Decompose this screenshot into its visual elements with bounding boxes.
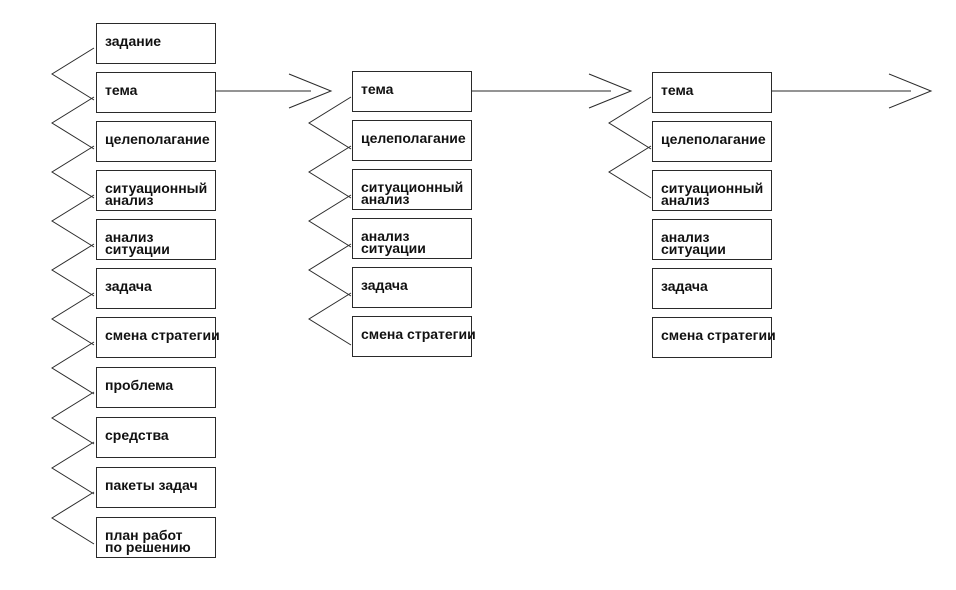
connector-arrow-tema-3-out <box>772 73 933 109</box>
node-c3-zadacha: задача <box>652 268 772 309</box>
node-c1-pakety-zadach: пакеты задач <box>96 467 216 508</box>
connector-arrow-tema-1-to-2 <box>216 73 333 109</box>
node-c2-analiz-situacii: анализ ситуации <box>352 218 472 259</box>
connector-chevron-c1-3 <box>51 145 95 199</box>
node-c2-tema: тема <box>352 71 472 112</box>
connector-chevron-c1-1 <box>51 47 95 101</box>
node-c2-zadacha: задача <box>352 267 472 308</box>
connector-chevron-c2-5 <box>308 292 352 346</box>
connector-chevron-c2-3 <box>308 194 352 248</box>
node-c1-problema: проблема <box>96 367 216 408</box>
node-c1-sredstva: средства <box>96 417 216 458</box>
node-c2-smena-strategii: смена стратегии <box>352 316 476 357</box>
node-c3-situacionnyj-analiz: ситуационный анализ <box>652 170 772 211</box>
connector-chevron-c1-9 <box>51 441 95 495</box>
node-c1-celepolaganie: целеполагание <box>96 121 216 162</box>
connector-chevron-c1-6 <box>51 292 95 346</box>
node-c3-tema: тема <box>652 72 772 113</box>
connector-chevron-c1-8 <box>51 391 95 445</box>
node-c3-analiz-situacii: анализ ситуации <box>652 219 772 260</box>
connector-arrow-tema-2-to-3 <box>472 73 633 109</box>
connector-chevron-c1-10 <box>51 491 95 545</box>
connector-chevron-c2-4 <box>308 243 352 297</box>
node-c1-zadanie: задание <box>96 23 216 64</box>
node-c1-situacionnyj-analiz: ситуационный анализ <box>96 170 216 211</box>
connector-chevron-c1-2 <box>51 96 95 150</box>
node-c3-celepolaganie: целеполагание <box>652 121 772 162</box>
connector-chevron-c2-1 <box>308 96 352 150</box>
node-c1-tema: тема <box>96 72 216 113</box>
node-c1-analiz-situacii: анализ ситуации <box>96 219 216 260</box>
node-c2-celepolaganie: целеполагание <box>352 120 472 161</box>
connector-chevron-c1-5 <box>51 243 95 297</box>
connector-chevron-c2-2 <box>308 145 352 199</box>
connector-chevron-c1-4 <box>51 194 95 248</box>
connector-chevron-c3-1 <box>608 96 652 150</box>
node-c1-smena-strategii: смена стратегии <box>96 317 220 358</box>
connector-chevron-c1-7 <box>51 341 95 395</box>
node-c1-zadacha: задача <box>96 268 216 309</box>
node-c3-smena-strategii: смена стратегии <box>652 317 776 358</box>
node-c2-situacionnyj-analiz: ситуационный анализ <box>352 169 472 210</box>
node-c1-plan-rabot: план работ по решению <box>96 517 216 558</box>
connector-chevron-c3-2 <box>608 145 652 199</box>
